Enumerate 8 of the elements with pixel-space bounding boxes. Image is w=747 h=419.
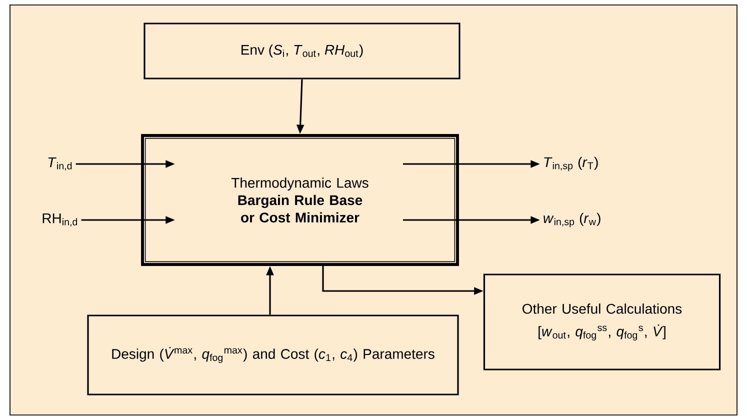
input-label: T$_{in,d}$ bbox=[48, 157, 72, 171]
process-box: Thermodynamic Laws Bargain Rule Base or Cost Minimizer bbox=[141, 134, 459, 266]
input-label: RH$_{in,d}$ bbox=[42, 213, 78, 227]
output-label: T$_{in,sp}$ (r$_{T}$) bbox=[544, 156, 598, 172]
process-box: Env (S$_{i}$, T$_{out}$, RH$_{out}$) bbox=[144, 22, 460, 80]
process-box: Other Useful Calculations [w$_{out}$, q$_{fog}$$^{ss}$, q$_{fog}$$^{s}$, V̇] bbox=[483, 274, 721, 370]
process-box: Design (V̇$^{max}$, q$_{fog}$$^{max}$) and Cost (c$_{1}$, c$_{4}$) Parameters bbox=[87, 314, 459, 396]
output-label: w$_{in,sp}$ (r$_{w}$) bbox=[544, 212, 600, 228]
